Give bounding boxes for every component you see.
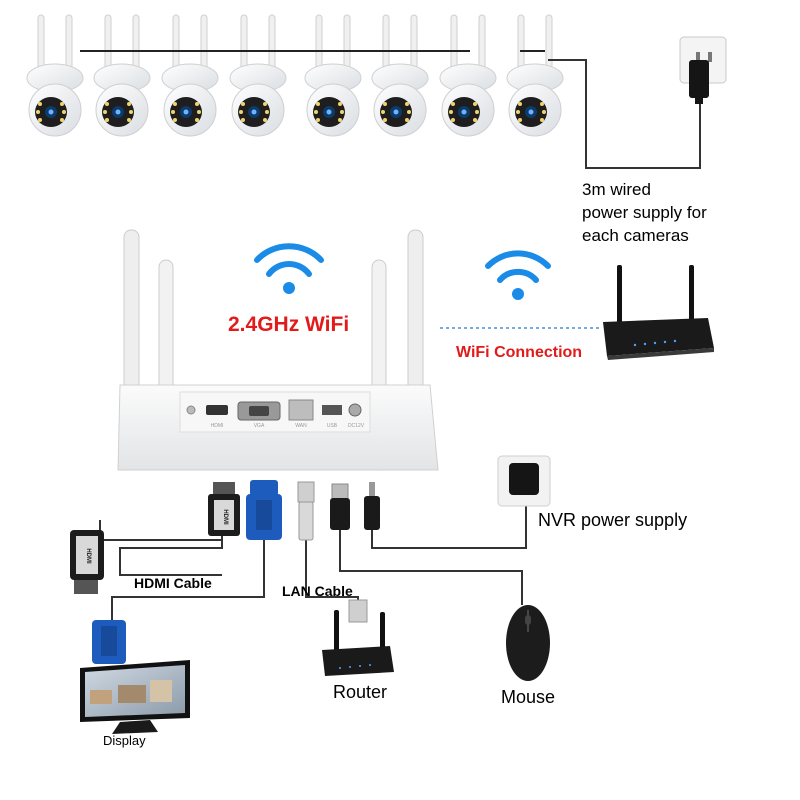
hdmi-plug-text: HDMI [222,509,228,525]
mouse-icon [506,605,550,681]
mouse-label: Mouse [501,687,555,707]
router-label: Router [333,682,387,702]
ptz-wifi-camera-icon [506,14,564,137]
usb-port [322,405,342,415]
dc-power-port [348,403,362,417]
wan-port [288,399,314,421]
wifi-connection-label: WiFi Connection [456,344,582,361]
nvr-power-adapter-icon [497,455,551,507]
lan-cable-label: LAN Cable [282,583,353,599]
hdmi-plug-icon: HDMI [208,482,240,536]
port-label-dc: DC12V [348,423,365,429]
monitor-icon [80,660,190,734]
display-label: Display [103,733,146,748]
port-label-hdmi: HDMI [211,423,224,429]
port-label-usb: USB [327,423,338,429]
router-icon-wireless [603,265,714,360]
ptz-wifi-camera-icon [229,14,287,137]
camera-row [26,14,564,137]
port-label-vga: VGA [254,423,265,429]
wired-power-label-line1: 3m wired [582,180,651,199]
ptz-wifi-camera-icon [26,14,84,137]
ptz-wifi-camera-icon [304,14,362,137]
wired-power-label-line3: each cameras [582,226,689,245]
camera-power-wire [548,59,701,169]
nvr-screw [186,405,196,415]
hdmi-plug-left-icon: HDMI [70,530,104,594]
ptz-wifi-camera-icon [371,14,429,137]
nvr-power-label: NVR power supply [538,510,687,530]
power-adapter-icon [689,60,709,104]
wired-power-label-line2: power supply for [582,203,707,222]
usb-plug-icon [330,483,350,530]
nvr-recorder: HDMI VGA WAN USB DC12V [117,229,439,471]
ptz-wifi-camera-icon [161,14,219,137]
router-icon-wired [322,599,394,676]
vga-plug-icon [246,480,282,540]
vga-port-inner [249,406,269,416]
hdmi-cable-label: HDMI Cable [134,575,212,591]
port-label-wan: WAN [295,423,307,429]
vga-plug-display-icon [92,620,126,664]
dc-plug-icon [364,482,380,530]
ptz-wifi-camera-icon [93,14,151,137]
wifi-band-label: 2.4GHz WiFi [228,313,349,336]
cable-wiring [99,492,527,620]
hdmi-port [206,405,228,415]
ptz-wifi-camera-icon [439,14,497,137]
wifi-icon-router [485,250,551,300]
wifi-icon-nvr [254,243,324,294]
lan-plug-icon [297,481,315,541]
hdmi-plug-left-text: HDMI [85,548,91,564]
